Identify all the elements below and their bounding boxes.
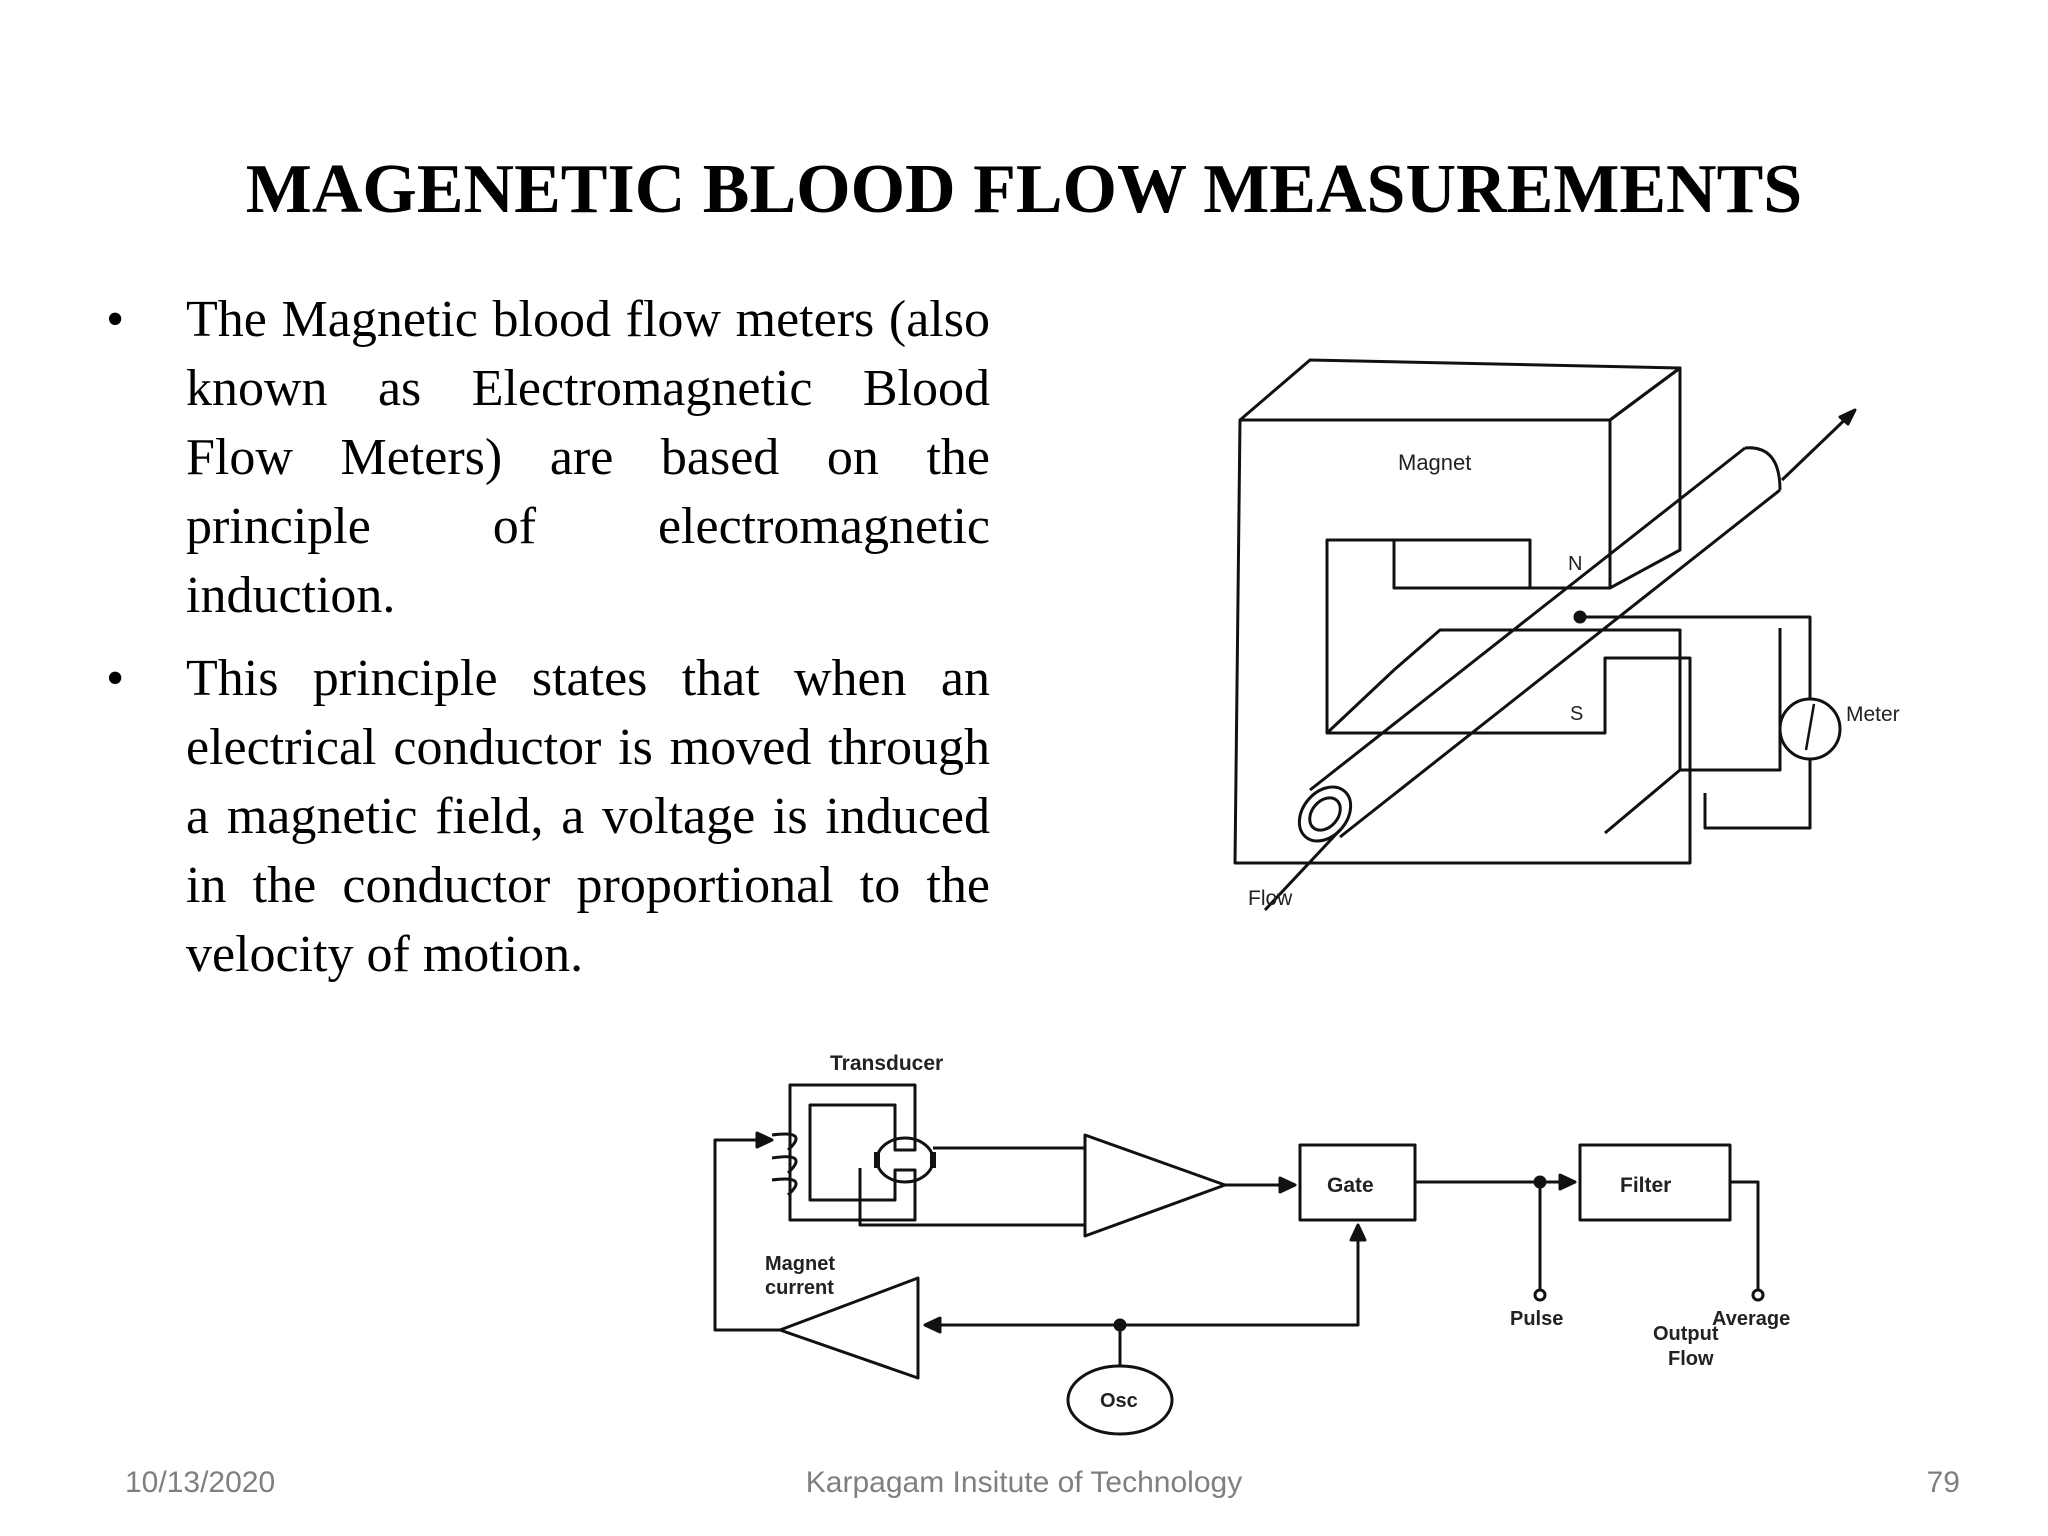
magnet-current-label-line2: current — [765, 1277, 834, 1299]
bullet-marker: • — [106, 650, 125, 707]
filter-label: Filter — [1620, 1174, 1671, 1197]
meter-label: Meter — [1846, 703, 1900, 726]
bullet-text: This principle states that when an elect… — [186, 650, 990, 983]
magnet-right-face — [1609, 366, 1682, 590]
amp-arrow — [1278, 1176, 1297, 1194]
bullet-marker: • — [106, 291, 125, 348]
magnet-lower-pole — [1393, 628, 1682, 835]
osc-block — [1066, 1364, 1174, 1436]
transducer-coil — [771, 1132, 798, 1197]
magnet-top-face — [1239, 358, 1682, 422]
magnet-current-label-line1: Magnet — [765, 1253, 835, 1275]
bullet-text: The Magnetic blood flow meters (also kno… — [186, 291, 990, 624]
filter-arrow — [1558, 1173, 1577, 1191]
pulse-terminal — [1533, 1288, 1547, 1302]
tube-far-end — [1744, 446, 1782, 491]
magnet-current-arrow — [755, 1131, 774, 1149]
meter-needle — [1804, 703, 1816, 751]
magnet-lower-right — [1680, 628, 1782, 772]
bullet-item: • This principle states that when an ele… — [100, 644, 990, 989]
meter-wire-top — [1580, 615, 1812, 700]
slide-title: MAGENETIC BLOOD FLOW MEASUREMENTS — [245, 151, 1803, 228]
osc-label: Osc — [1100, 1390, 1138, 1412]
magnet-lower-inner — [1325, 668, 1396, 735]
average-terminal — [1751, 1288, 1765, 1302]
transducer-vessel — [875, 1136, 935, 1184]
osc-wire-to-gate — [1120, 1225, 1360, 1327]
meter-wire-bottom — [1703, 758, 1812, 830]
slide-number: 79 — [1926, 1466, 1960, 1499]
magnet-front-face — [1233, 418, 1692, 865]
magnet-gap-inner — [1327, 538, 1530, 590]
flow-arrowhead — [1838, 408, 1857, 426]
output-flow-label-line2: Flow — [1668, 1348, 1714, 1370]
north-pole-label: N — [1568, 553, 1582, 575]
flow-label: Flow — [1248, 887, 1293, 910]
gate-label: Gate — [1327, 1174, 1374, 1197]
transducer-label: Transducer — [830, 1052, 943, 1075]
flow-arrow — [1263, 408, 1857, 912]
osc-amp-arrow — [923, 1316, 942, 1334]
output-flow-label-line1: Output — [1653, 1323, 1719, 1345]
bullet-item: • The Magnetic blood flow meters (also k… — [100, 285, 990, 630]
pulse-label: Pulse — [1510, 1308, 1563, 1330]
transducer-electrodes — [874, 1152, 936, 1168]
transducer-core — [788, 1083, 917, 1222]
footer-date: 10/13/2020 — [125, 1466, 276, 1499]
magnet-label: Magnet — [1398, 450, 1471, 475]
signal-wire-bottom — [858, 1168, 1085, 1227]
tube-lumen — [1308, 796, 1342, 832]
electromagnetic-flowmeter-diagram: Magnet N S Meter Flow — [1233, 358, 1900, 912]
footer-institute: Karpagam Insitute of Technology — [805, 1466, 1243, 1499]
gate-arrow — [1349, 1223, 1367, 1242]
average-label: Average — [1712, 1308, 1790, 1330]
meter-icon — [1778, 697, 1842, 761]
average-wire — [1730, 1180, 1760, 1290]
blood-vessel-tube — [1309, 446, 1781, 839]
tube-end — [1297, 785, 1353, 843]
magnet-current-wire — [713, 1138, 780, 1332]
south-pole-label: S — [1570, 703, 1583, 725]
bullet-list: • The Magnetic blood flow meters (also k… — [100, 285, 990, 1003]
amplifier-triangle — [1083, 1133, 1227, 1238]
current-amplifier-triangle — [778, 1276, 920, 1380]
flowmeter-block-diagram: Transducer Gate Filter Magnet current Pu… — [713, 1052, 1790, 1436]
